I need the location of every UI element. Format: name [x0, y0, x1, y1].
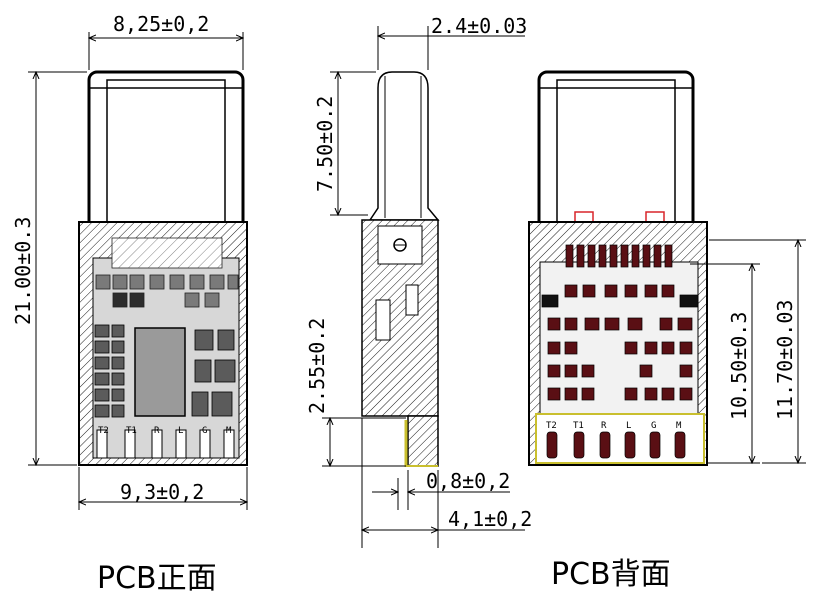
side-total-thickness-label: 4,1±0,2 [448, 507, 532, 531]
back-top-contacts [565, 244, 673, 268]
back-body-height-label: 11.70±0.03 [773, 300, 797, 420]
side-inner-slot [375, 299, 391, 341]
front-pin-label: T1 [126, 426, 137, 436]
front-pin-label: M [226, 426, 232, 436]
back-pin-label: G [651, 421, 656, 431]
side-thickness-label: 2.4±0.03 [431, 14, 527, 38]
side-pcb-step-label: 2.55±0.2 [305, 318, 329, 414]
front-upper-pads [95, 237, 239, 308]
back-pad-grid [541, 284, 699, 401]
front-plug-outline [87, 70, 245, 234]
back-pin-label: M [676, 421, 682, 431]
front-caption: PCB正面 [97, 561, 217, 596]
side-total-thickness-dimension [362, 418, 525, 548]
front-width-bottom-dimension [79, 467, 247, 510]
front-pin-label: L [178, 426, 183, 436]
side-plug-length-label: 7.50±0.2 [313, 96, 337, 192]
back-pin-label: T2 [546, 421, 557, 431]
front-height-dimension [28, 72, 87, 465]
side-plug-shaft [368, 71, 440, 221]
back-view: T2 T1 R L G M 10.50±0.3 11.70±0.03 PCB背面 [528, 70, 806, 592]
side-pcb-thickness-label: 0,8±0,2 [426, 469, 510, 493]
back-pad-height-dimension [690, 264, 760, 463]
side-plug-length-dimension [330, 72, 376, 215]
back-pin-label: T1 [573, 421, 584, 431]
front-width-top-dimension [89, 32, 243, 70]
front-pin-label: R [154, 426, 160, 436]
front-width-top-label: 8,25±0,2 [113, 12, 209, 36]
side-pcb-tail [407, 415, 439, 467]
front-width-bottom-label: 9,3±0,2 [120, 480, 204, 504]
side-thickness-dimension [378, 26, 525, 70]
back-pin-label: L [626, 421, 631, 431]
back-pin-label: R [601, 421, 607, 431]
back-plug-outline [537, 70, 695, 234]
front-left-pads [94, 324, 125, 418]
side-pcb-thickness-dimension [372, 470, 510, 510]
back-edge-contacts [546, 431, 686, 459]
side-pcb-step-dimension [322, 418, 406, 466]
front-height-label: 21.00±0.3 [11, 217, 35, 325]
front-pin-label: G [202, 426, 207, 436]
front-pin-labels: T2 T1 R L G M [98, 426, 232, 436]
front-pin-label: T2 [98, 426, 109, 436]
side-inner-slot-2 [405, 284, 419, 316]
back-pin-labels: T2 T1 R L G M [546, 421, 682, 431]
back-caption: PCB背面 [551, 557, 671, 592]
front-right-pads [191, 329, 236, 417]
back-pad-height-label: 10.50±0.3 [727, 312, 751, 420]
front-view: T2 T1 R L G M 8,25±0,2 21.00±0.3 9,3±0,2 [11, 12, 248, 596]
front-chip [134, 327, 186, 417]
front-edge-contacts [96, 429, 235, 459]
back-body-height-dimension [709, 240, 806, 463]
side-view: 2.4±0.03 7.50±0.2 2.55±0.2 0,8±0,2 [305, 14, 532, 548]
